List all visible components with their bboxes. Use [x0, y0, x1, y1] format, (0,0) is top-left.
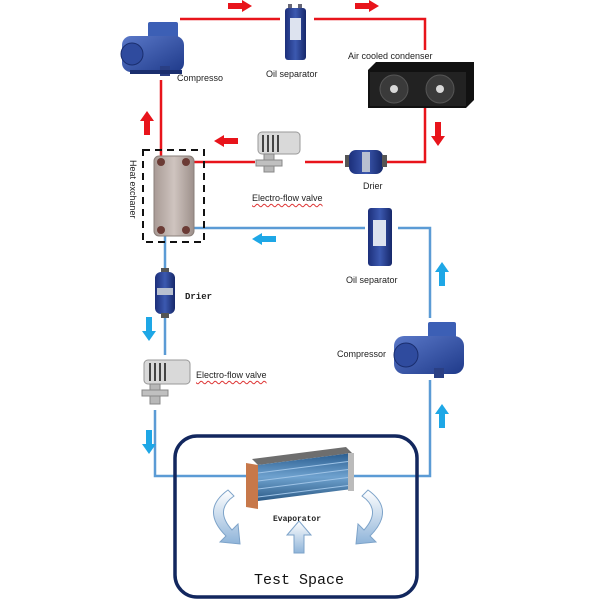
air-flow-arrow-left [213, 489, 241, 545]
heat-exchanger-boundary [142, 149, 205, 243]
drier-low-stage-label: Drier [185, 292, 213, 302]
pipe-oilsep-to-condenser [314, 17, 427, 50]
test-space-enclosure [173, 434, 419, 599]
air-cooled-condenser [368, 62, 474, 108]
compressor-low-stage-label: Compressor [337, 349, 387, 359]
low-stage-flow-arrows [142, 233, 449, 454]
compressor-high-stage-label: Compresso [177, 73, 224, 83]
drier-high-stage [345, 150, 387, 174]
electro-flow-valve-low-stage [141, 359, 191, 405]
low-stage-piping [153, 226, 432, 478]
flow-arrow-up [140, 111, 154, 135]
flow-arrow-right-2 [355, 0, 379, 12]
air-flow-arrow-up [285, 520, 313, 554]
flow-arrow-down-1 [142, 317, 156, 341]
test-space-label: Test Space [254, 572, 345, 589]
drier-low-stage [155, 268, 175, 318]
flow-arrow-down-2 [142, 430, 156, 454]
electro-flow-valve-high-stage [255, 131, 301, 173]
high-stage-flow-arrows [140, 0, 445, 147]
pipe-evap-to-compressor [352, 380, 432, 478]
air-flow-arrow-right [355, 489, 383, 545]
flow-arrow-down [431, 122, 445, 146]
evaporator-label: Evaporator [273, 515, 322, 524]
pipe-condenser-to-drier [387, 108, 427, 164]
flow-arrow-up-2 [435, 404, 449, 428]
flow-arrow-right-1 [228, 0, 252, 12]
air-flow-arrows [213, 489, 383, 554]
oil-separator-high-stage [285, 4, 306, 60]
oil-separator-high-stage-label: Oil separator [266, 69, 318, 79]
electro-flow-valve-high-stage-label: Electro-flow valve [252, 193, 323, 203]
heat-exchanger [142, 149, 205, 243]
drier-high-stage-label: Drier [363, 181, 383, 191]
pipe-valve-to-evap [153, 410, 248, 478]
oil-separator-low-stage-label: Oil separator [346, 275, 398, 285]
flow-arrow-left [214, 135, 238, 147]
compressor-low-stage [393, 322, 464, 378]
evaporator-coil [246, 447, 354, 509]
condenser-label: Air cooled condenser [348, 51, 433, 61]
oil-separator-low-stage [368, 208, 392, 266]
high-stage-piping [159, 17, 427, 164]
compressor-high-stage [120, 22, 184, 76]
flow-arrow-up-1 [435, 262, 449, 286]
pipe-compressor-to-oilsep [398, 226, 432, 318]
electro-flow-valve-low-stage-label: Electro-flow valve [196, 370, 267, 380]
heat-exchanger-label: Heat exchaner [128, 160, 138, 219]
flow-arrow-left [252, 233, 276, 245]
